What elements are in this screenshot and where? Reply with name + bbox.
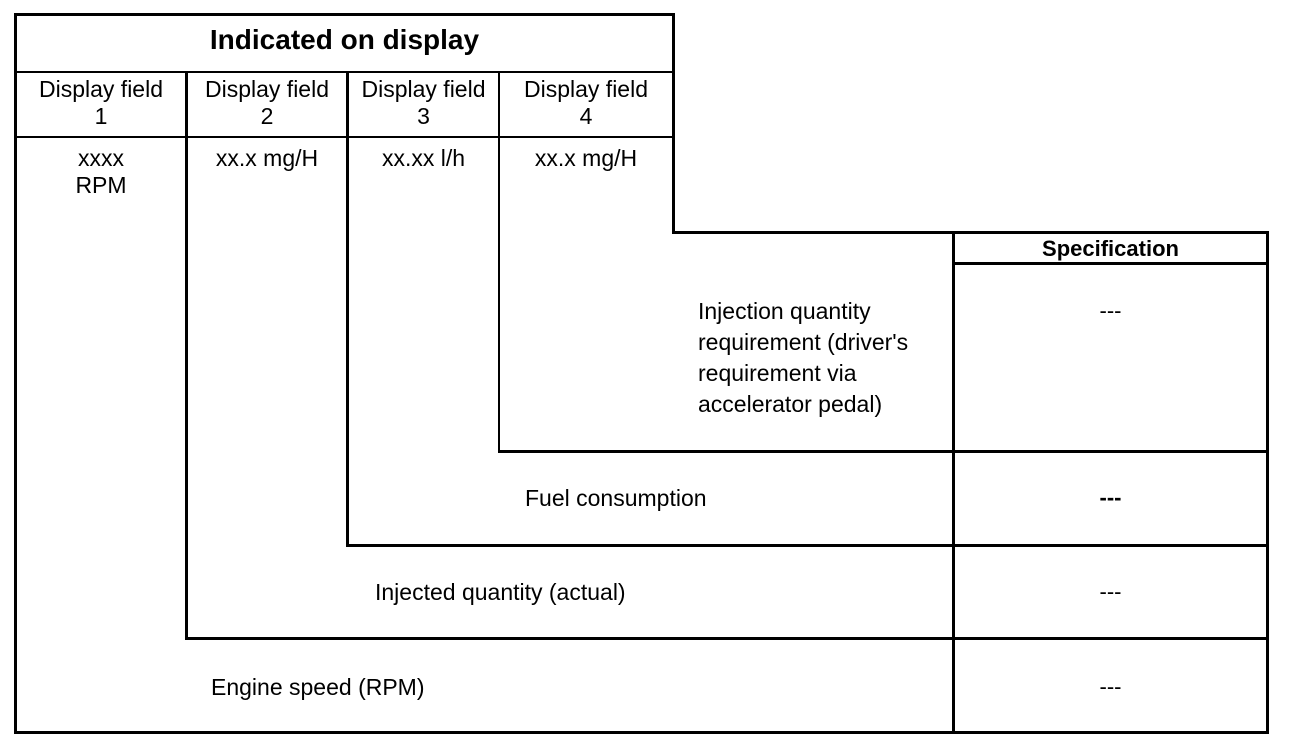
spec-top-border	[672, 231, 1269, 234]
outer-top-border	[14, 13, 675, 16]
spec-title-separator	[953, 262, 1269, 265]
field-3-label: Display field	[361, 76, 486, 102]
row-2-bottom-line	[346, 544, 1269, 547]
field-1-number: 1	[94, 103, 108, 129]
field-header-separator	[14, 136, 675, 138]
field-1-value-line1: xxxx	[78, 145, 124, 171]
spec-right-border	[1266, 231, 1269, 734]
field-2-right-line	[346, 72, 349, 547]
engine-speed-label: Engine speed (RPM)	[211, 674, 425, 700]
outer-bottom-border	[14, 731, 1269, 734]
description-line: accelerator pedal)	[698, 391, 883, 417]
fuel-consumption-spec: ---	[1099, 485, 1122, 510]
field-2-number: 2	[260, 103, 274, 129]
row-3-bottom-line	[185, 637, 1269, 640]
injection-quantity-requirement-label: Injection quantity requirement (driver's…	[698, 296, 908, 420]
row-1-bottom-line	[498, 450, 1269, 453]
outer-left-border	[14, 13, 17, 734]
field-4-header: Display field 4	[500, 76, 672, 130]
field-4-label: Display field	[524, 76, 648, 102]
field-3-header: Display field 3	[349, 76, 498, 130]
description-line: requirement (driver's	[698, 329, 909, 355]
engine-speed-spec: ---	[1099, 674, 1122, 699]
field-4-value: xx.x mg/H	[534, 145, 638, 171]
spec-left-border	[952, 231, 955, 734]
field-4-number: 4	[579, 103, 593, 129]
field-2-value: xx.x mg/H	[215, 145, 319, 171]
field-3-number: 3	[417, 103, 430, 129]
injection-quantity-requirement-spec: ---	[1099, 298, 1122, 323]
field-1-label: Display field	[39, 76, 163, 102]
field-3-value: xx.xx l/h	[381, 145, 466, 171]
field-2-header: Display field 2	[188, 76, 346, 130]
field-1-right-line	[185, 72, 188, 640]
injected-quantity-label: Injected quantity (actual)	[375, 579, 626, 605]
field-1-value-line2: RPM	[75, 172, 127, 198]
specification-title: Specification	[1042, 236, 1179, 261]
field-3-right-line	[498, 72, 500, 453]
injected-quantity-spec: ---	[1099, 579, 1122, 604]
display-header-title: Indicated on display	[209, 24, 480, 55]
description-line: requirement via	[698, 360, 857, 386]
title-separator	[14, 71, 675, 73]
fuel-consumption-label: Fuel consumption	[525, 485, 707, 511]
field-2-label: Display field	[205, 76, 329, 102]
description-line: Injection quantity	[698, 298, 871, 324]
field-1-value: xxxx RPM	[17, 145, 185, 199]
header-right-border	[672, 13, 675, 234]
field-1-header: Display field 1	[17, 76, 185, 130]
